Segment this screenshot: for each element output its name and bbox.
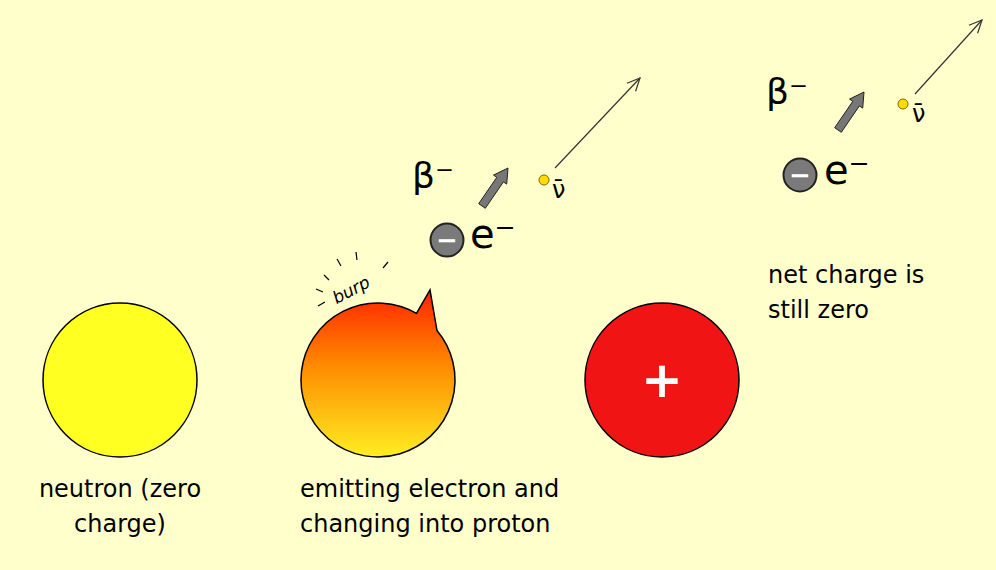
process-caption: emitting electron and changing into prot… <box>300 472 600 542</box>
node-center: − <box>782 157 818 193</box>
note: net charge is still zero <box>768 258 968 328</box>
antineutrino-arrow <box>555 78 640 168</box>
beta-symbol: β⁻ <box>766 74 808 110</box>
antineutrino-symbol: ν̄ <box>912 102 925 126</box>
charge-sign: + <box>641 355 683 405</box>
charge-sign: − <box>789 162 811 188</box>
node-center: + <box>584 302 740 458</box>
particle-caption: neutron (zero charge) <box>13 472 228 542</box>
electron-particle: − <box>429 222 465 258</box>
blob-shape <box>300 302 456 458</box>
antineutrino-symbol: ν̄ <box>552 178 565 202</box>
node-center: − <box>429 222 465 258</box>
burp-dash <box>383 262 388 268</box>
beta-arrow <box>479 168 508 208</box>
burp-dash <box>324 275 329 280</box>
burp-dash <box>316 289 323 292</box>
beta-arrow <box>835 92 864 132</box>
beta-symbol: β⁻ <box>412 158 454 194</box>
burp-dash <box>318 302 325 306</box>
neutron-shape <box>42 302 198 458</box>
antineutrino-dot <box>898 99 908 109</box>
charge-sign: − <box>436 227 458 253</box>
electron-symbol: e⁻ <box>824 150 870 190</box>
sound-word: burp <box>330 274 373 307</box>
electron-particle: − <box>782 157 818 193</box>
decaying-neutron: emitting electron and changing into prot… <box>300 302 456 542</box>
antineutrino-dot <box>539 175 549 185</box>
electron-symbol: e⁻ <box>470 214 516 254</box>
neutron-particle: neutron (zero charge) <box>42 302 198 542</box>
burp-dash <box>356 252 357 260</box>
burp-dash <box>337 259 341 266</box>
antineutrino-arrow <box>915 20 982 94</box>
proton-particle: + <box>584 302 740 458</box>
